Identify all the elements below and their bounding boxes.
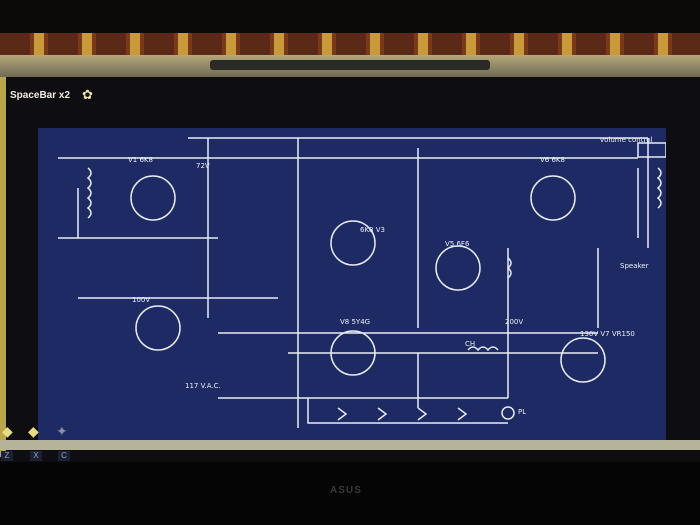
label-v5: V5 6F6 [445,240,470,248]
coils [86,167,662,352]
label-v3: 6K8 V3 [360,226,385,234]
key-z-icon: ◆ [2,423,13,439]
label-100v: 100V [132,296,151,304]
left-edge-bar [0,77,6,457]
tube-v8 [330,330,376,376]
label-200v: 200V [505,318,524,326]
tube-v6 [530,175,576,221]
wires [58,137,649,428]
label-v1: V1 6K8 [128,156,153,164]
tube-v3 [330,220,376,266]
schematic-drawing [58,137,666,428]
label-mains: 117 V.A.C. [185,382,221,390]
bottom-bar [0,440,700,450]
schematic-panel[interactable] [38,128,666,440]
tubes [130,175,606,383]
label-v8: V8 5Y4G [340,318,371,326]
label-volume: volume control [600,136,653,144]
frame-slot [210,60,490,70]
key-c[interactable]: C [58,451,70,461]
key-c-icon: ✦ [56,423,68,439]
monitor-bezel [0,462,700,525]
label-72v: 72V [196,162,210,170]
mascot-icon: ✿ [82,87,93,102]
tube-v2 [135,305,181,351]
tube-v7 [560,337,606,383]
label-speaker: Speaker [620,262,649,270]
tube-v1 [130,175,176,221]
ornamental-border [0,33,700,55]
label-choke: CH [465,340,476,348]
label-v7: 130V V7 VR150 [580,330,635,338]
label-v6: V6 6K8 [540,156,565,164]
heater-string [307,398,515,424]
window-title: SpaceBar x2 [10,90,71,101]
tube-v5 [435,245,481,291]
monitor-brand: ASUS [330,485,362,496]
label-pilot-lamp: PL [518,408,527,416]
key-x-icon: ◆ [28,423,39,439]
key-z[interactable]: Z [1,451,13,461]
key-x[interactable]: X [30,451,42,461]
